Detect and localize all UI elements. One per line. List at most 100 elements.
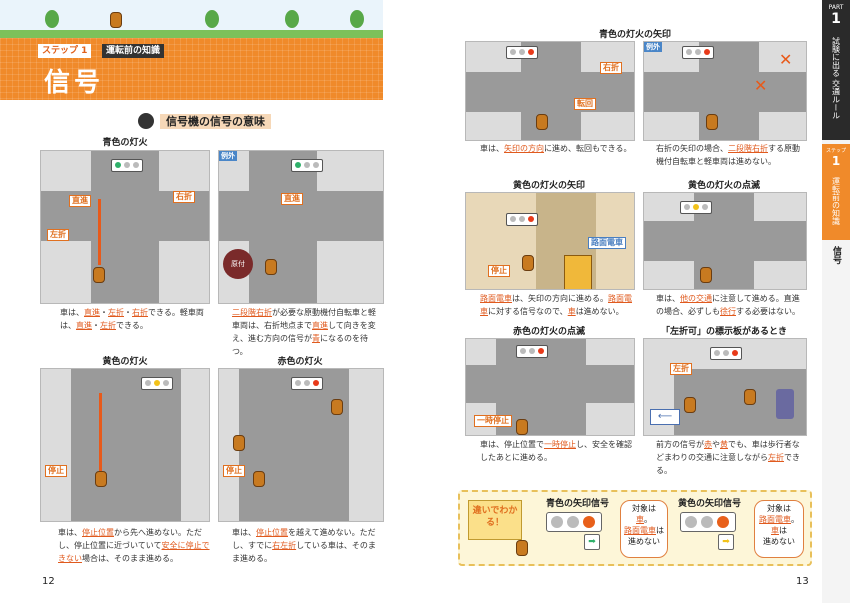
label-temp-stop: 一時停止 bbox=[474, 415, 512, 427]
panel-green-text: 車は、直進・左折・右折できる。軽車両は、直進・左折できる。 bbox=[60, 308, 204, 330]
panel-title-left-sign: 「左折可」の標示板があるとき bbox=[660, 327, 787, 337]
label-uturn: 転回 bbox=[574, 98, 596, 110]
panel-left-sign-text: 前方の信号が赤や黄でも、車は歩行者などまわりの交通に注意しながら左折できる。 bbox=[656, 440, 800, 475]
tree-icon bbox=[350, 10, 364, 28]
step-title: 運転前の知識 bbox=[831, 177, 841, 225]
panel-yellow-text: 車は、停止位置から先へ進めない。ただし、停止位置に近づいていて安全に停止できない… bbox=[58, 528, 210, 563]
yellow-arrow-lamp-icon: ➡ bbox=[718, 534, 734, 550]
scooter-icon bbox=[744, 389, 756, 405]
part-tab[interactable]: PART 1 試験に出る 交通ルール bbox=[822, 0, 850, 140]
step-label: ステップ bbox=[825, 148, 846, 154]
label-right: 右折 bbox=[173, 191, 195, 203]
panel-yellow: 停止 bbox=[40, 368, 210, 522]
panel-red-text: 車は、停止位置を越えて進めない。ただし、すでに右左折している車は、そのまま進める… bbox=[232, 528, 376, 563]
scooter-icon bbox=[253, 471, 265, 487]
part-number: 1 bbox=[831, 11, 841, 27]
panel-yellow-flash bbox=[643, 192, 807, 290]
panel-green: 直進 右折 左折 bbox=[40, 150, 210, 304]
scooter-icon bbox=[331, 399, 343, 415]
panel-red: 停止 bbox=[218, 368, 384, 522]
scooter-icon bbox=[233, 435, 245, 451]
scooter-icon bbox=[95, 471, 107, 487]
step-badge: ステップ 1 bbox=[38, 44, 92, 58]
panel-green-arrow: 右折 転回 bbox=[465, 41, 635, 141]
traffic-signal-icon bbox=[710, 347, 742, 360]
scooter-rider-icon bbox=[516, 540, 528, 556]
label-stop: 停止 bbox=[223, 465, 245, 477]
step-number: 1 bbox=[831, 154, 841, 168]
tram-icon bbox=[564, 255, 592, 289]
panel-red-flash: 一時停止 bbox=[465, 338, 635, 436]
panel-title-yellow: 黄色の灯火 bbox=[102, 357, 148, 367]
exception-badge: 例外 bbox=[644, 42, 662, 52]
section-icon bbox=[138, 113, 154, 129]
label-left: 左折 bbox=[670, 363, 692, 375]
traffic-signal-icon bbox=[141, 377, 173, 390]
label-straight: 直進 bbox=[281, 193, 303, 205]
traffic-signal-icon bbox=[506, 213, 538, 226]
label-right: 右折 bbox=[600, 62, 622, 74]
traffic-signal-icon bbox=[291, 159, 323, 172]
moped-sign-icon: 原付 bbox=[223, 249, 253, 279]
panel-title-green-arrow: 青色の灯火の矢印 bbox=[598, 30, 671, 40]
panel-exception-1-text: 二段階右折が必要な原動機付自転車と軽車両は、右折地点まで直進して向きを変え、進む… bbox=[232, 308, 376, 356]
part-title: 試験に出る 交通ルール bbox=[831, 37, 841, 120]
panel-yellow-arrow-text: 路面電車は、矢印の方向に進める。路面電車に対する信号なので、車は進めない。 bbox=[480, 294, 632, 316]
scooter-icon bbox=[706, 114, 718, 130]
scooter-icon bbox=[700, 267, 712, 283]
yellow-arrow-signal-title: 黄色の矢印信号 bbox=[678, 499, 742, 509]
yellow-arrow-bubble: 対象は路面電車。車は進めない bbox=[754, 500, 804, 558]
grass-strip bbox=[0, 30, 383, 38]
panel-title-green: 青色の灯火 bbox=[102, 138, 148, 148]
panel-green-arrow-text: 車は、矢印の方向に進め、転回もできる。 bbox=[480, 144, 632, 153]
tree-icon bbox=[45, 10, 59, 28]
section-title: 信号機の信号の意味 bbox=[160, 114, 271, 129]
panel-exception-2: 例外 ✕ ✕ bbox=[643, 41, 807, 141]
panel-red-flash-text: 車は、停止位置で一時停止し、安全を確認したあとに進める。 bbox=[480, 440, 632, 462]
traffic-signal-icon bbox=[111, 159, 143, 172]
scooter-icon bbox=[536, 114, 548, 130]
panel-title-red-flash: 赤色の灯火の点滅 bbox=[512, 327, 585, 337]
green-arrow-signal-icon bbox=[546, 512, 602, 532]
side-tab[interactable]: PART 1 試験に出る 交通ルール ステップ 1 運転前の知識 信号 bbox=[822, 0, 850, 603]
left-arrow-sign-icon: ⟵ bbox=[650, 409, 680, 425]
step-tab[interactable]: ステップ 1 運転前の知識 bbox=[822, 144, 850, 240]
traffic-signal-icon bbox=[506, 46, 538, 59]
cross-mark-icon: ✕ bbox=[779, 50, 793, 69]
traffic-signal-icon bbox=[516, 345, 548, 358]
green-arrow-lamp-icon: ➡ bbox=[584, 534, 600, 550]
panel-yellow-flash-text: 車は、他の交通に注意して進める。直進の場合、必ずしも徐行する必要はない。 bbox=[656, 294, 800, 316]
part-label: PART bbox=[828, 4, 844, 11]
page-number-left: 12 bbox=[42, 576, 55, 587]
panel-title-yellow-arrow: 黄色の灯火の矢印 bbox=[512, 181, 585, 191]
panel-exception-1: 例外 原付 直進 bbox=[218, 150, 384, 304]
traffic-signal-icon bbox=[680, 201, 712, 214]
comparison-badge: 違いでわかる！ bbox=[468, 500, 522, 540]
panel-title-red: 赤色の灯火 bbox=[277, 357, 323, 367]
label-stop: 停止 bbox=[488, 265, 510, 277]
topic-tab[interactable]: 信号 bbox=[831, 246, 841, 264]
yellow-arrow-signal-icon bbox=[680, 512, 736, 532]
label-stop: 停止 bbox=[45, 465, 67, 477]
traffic-signal-icon bbox=[682, 46, 714, 59]
tree-icon bbox=[285, 10, 299, 28]
panel-left-sign: ⟵ 左折 bbox=[643, 338, 807, 436]
tree-icon bbox=[205, 10, 219, 28]
car-icon bbox=[776, 389, 794, 419]
panel-yellow-arrow: 路面電車 停止 bbox=[465, 192, 635, 290]
scooter-rider-icon bbox=[110, 12, 122, 28]
panel-title-yellow-flash: 黄色の灯火の点滅 bbox=[687, 181, 760, 191]
panel-exception-2-text: 右折の矢印の場合、二段階右折する原動機付自転車と軽車両は進めない。 bbox=[656, 144, 800, 166]
scooter-icon bbox=[516, 419, 528, 435]
scooter-icon bbox=[93, 267, 105, 283]
label-tram: 路面電車 bbox=[588, 237, 626, 249]
scooter-icon bbox=[265, 259, 277, 275]
traffic-signal-icon bbox=[291, 377, 323, 390]
label-left: 左折 bbox=[47, 229, 69, 241]
header-banner: ステップ 1 運転前の知識 信号 bbox=[0, 0, 383, 100]
scooter-icon bbox=[684, 397, 696, 413]
step-title: 運転前の知識 bbox=[102, 44, 165, 58]
green-arrow-signal-title: 青色の矢印信号 bbox=[546, 499, 610, 509]
page-title: 信号 bbox=[44, 68, 105, 98]
scooter-icon bbox=[522, 255, 534, 271]
